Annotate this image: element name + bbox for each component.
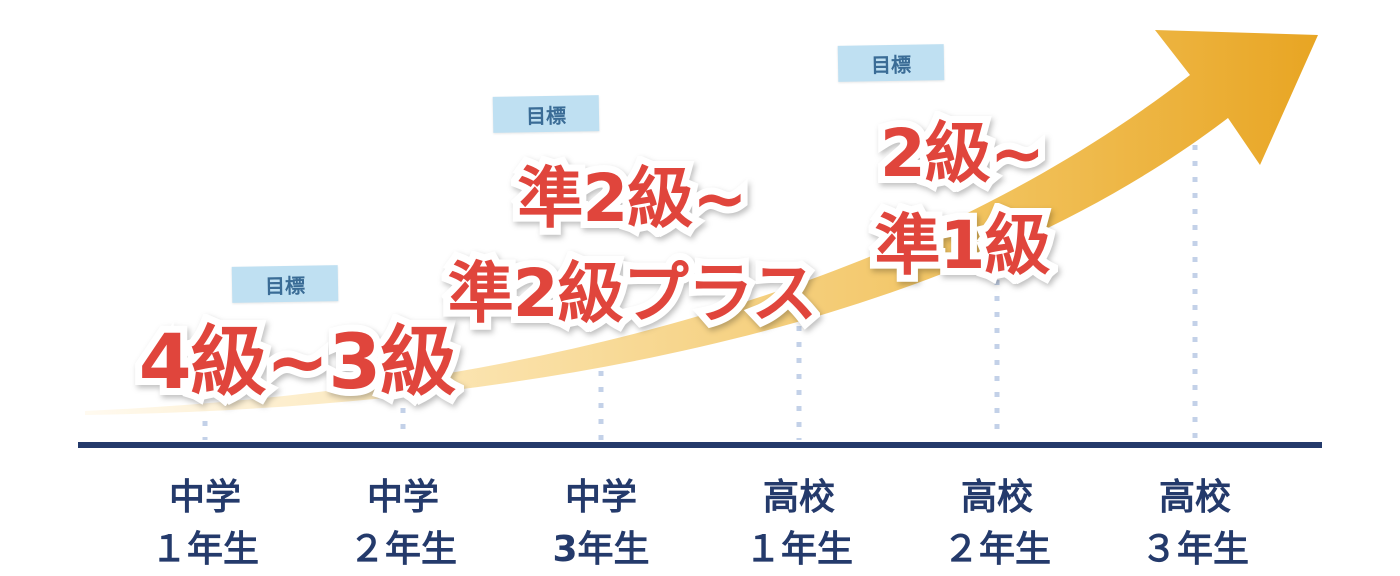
- goal-tag: 目標: [837, 44, 945, 82]
- school-label: 中学: [564, 477, 637, 518]
- school-label: 中学: [168, 477, 241, 518]
- grade-label: ２年生: [942, 529, 1051, 570]
- school-label: 高校: [1158, 477, 1231, 518]
- growth-diagram: [78, 30, 1322, 448]
- grade-label: １年生: [744, 529, 853, 570]
- goal-tag: 目標: [231, 265, 339, 303]
- school-label: 高校: [960, 477, 1033, 518]
- goal-grade-text: 準2級~: [510, 153, 754, 244]
- grade-label: ２年生: [348, 529, 457, 570]
- grade-label: 3年生: [552, 529, 650, 570]
- growth-arrow: [85, 30, 1318, 415]
- year-label: 高校 ３年生: [1105, 472, 1285, 576]
- year-label: 高校 ２年生: [907, 472, 1087, 576]
- school-label: 高校: [762, 477, 835, 518]
- goal-tag: 目標: [492, 95, 600, 133]
- goal-grade-text: 準2級プラス: [441, 248, 825, 339]
- year-label: 中学 ２年生: [313, 472, 493, 576]
- grade-label: ３年生: [1140, 529, 1249, 570]
- year-label: 中学 １年生: [115, 472, 295, 576]
- year-label: 中学 3年生: [511, 472, 691, 576]
- school-label: 中学: [366, 477, 439, 518]
- timeline-axis: [78, 442, 1322, 448]
- grade-label: １年生: [150, 529, 259, 570]
- year-label: 高校 １年生: [709, 472, 889, 576]
- goal-grade-text: 2級~: [873, 108, 1052, 199]
- goal-grade-text: 4級~3級: [132, 310, 463, 413]
- goal-grade-text: 準1級: [868, 200, 1058, 291]
